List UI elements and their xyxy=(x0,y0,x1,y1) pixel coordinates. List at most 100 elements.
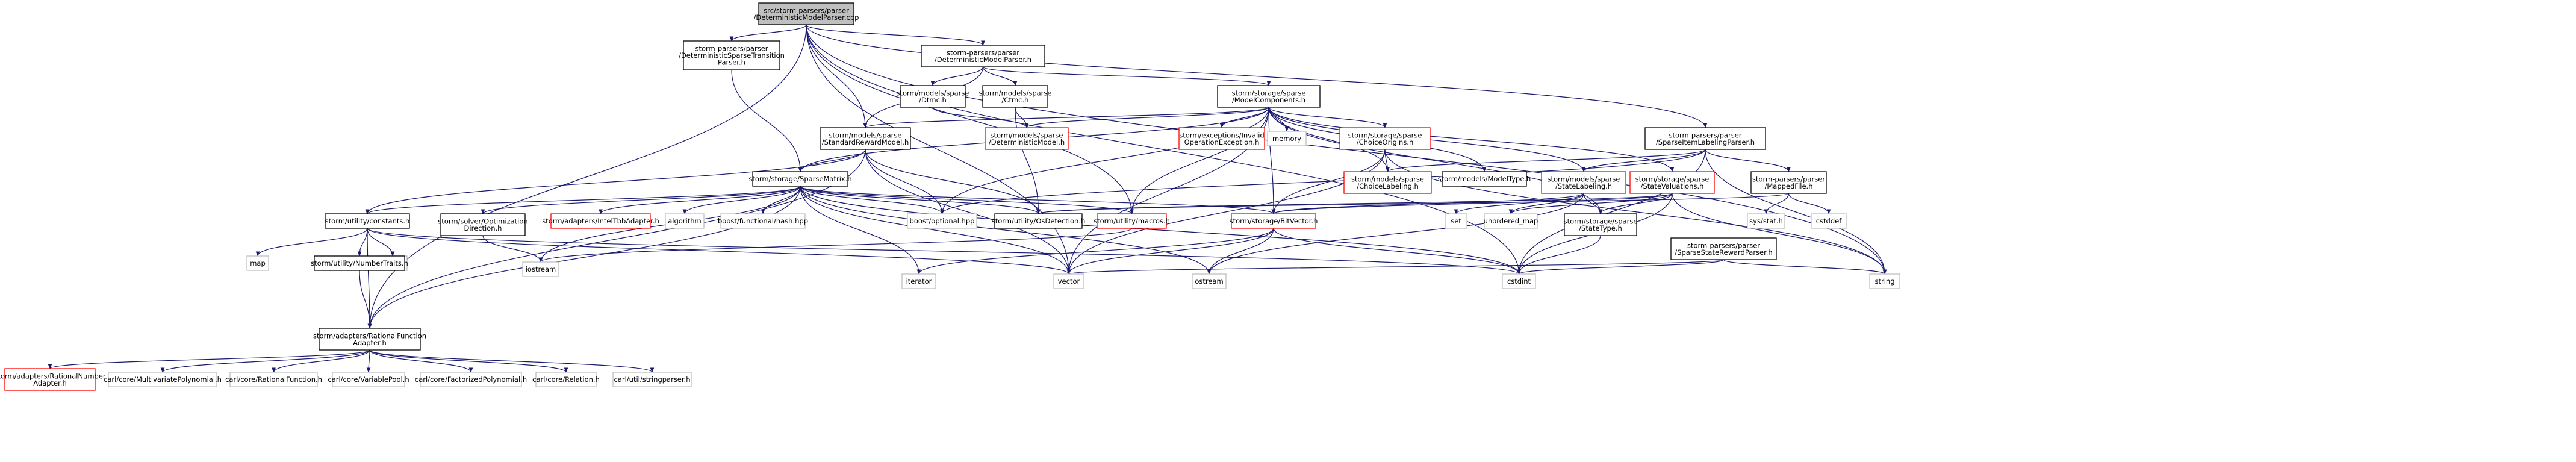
node-src-storm-parsers-parser-deterministicmodelparser-cpp[interactable]: src/storm-parsers/parser/DeterministicMo… xyxy=(754,2,859,25)
node-label-line: storm/models/sparse xyxy=(991,131,1063,139)
edge-sm-to-bv xyxy=(800,186,1276,214)
node-box xyxy=(1541,171,1626,194)
node-storm-utility-numbertraits-h[interactable]: storm/utility/NumberTraits.h xyxy=(311,255,408,271)
edge-sm-to-bo xyxy=(800,186,944,214)
edge-sm-to-iterator xyxy=(800,186,921,275)
edge-rfa-to-rel xyxy=(369,349,568,373)
node-box xyxy=(1644,127,1766,150)
edge-dstp-to-sm xyxy=(731,69,803,172)
edge-ctmc-to-detm xyxy=(1015,107,1029,128)
edge-slp-to-bo xyxy=(940,149,1706,214)
node-box xyxy=(1811,213,1847,229)
edge-rfa-to-vp xyxy=(366,349,371,373)
node-storm-parsers-parser-deterministicmodelparser-h[interactable]: storm-parsers/parser/DeterministicModelP… xyxy=(921,45,1045,67)
node-label-line: storm/models/sparse xyxy=(897,89,969,97)
node-label-line: storm/utility/NumberTraits.h xyxy=(311,259,408,267)
node-storm-exceptions-invalidoperationexception-h[interactable]: storm/exceptions/InvalidOperationExcepti… xyxy=(1178,127,1265,150)
node-storm-models-sparse-deterministicmodel-h[interactable]: storm/models/sparse/DeterministicModel.h xyxy=(985,127,1069,150)
edge-srm-to-sm xyxy=(798,149,866,172)
edge-uc-to-map xyxy=(255,228,368,257)
node-storm-models-sparse-standardrewardmodel-h[interactable]: storm/models/sparse/StandardRewardModel.… xyxy=(820,127,911,150)
edge-mc-to-bv xyxy=(1268,107,1276,214)
node-label-line: storm-parsers/parser xyxy=(1687,241,1760,249)
edge-sm-to-sod xyxy=(481,186,801,214)
node-storm-storage-sparsematrix-h[interactable]: storm/storage/SparseMatrix.h xyxy=(748,171,852,187)
node-label-line: /StateType.h xyxy=(1579,224,1622,233)
node-label-line: unordered_map xyxy=(1484,217,1538,225)
edge-dmp-to-dtmc xyxy=(930,66,984,86)
node-map: map xyxy=(246,255,269,271)
edge-sod-to-iostream xyxy=(482,235,543,263)
node-box xyxy=(319,328,421,351)
node-box xyxy=(1097,213,1167,229)
node-algorithm: algorithm xyxy=(665,213,705,229)
node-storm-storage-sparse-statevaluations-h[interactable]: storm/storage/sparse/StateValuations.h xyxy=(1629,171,1715,194)
node-storm-utility-macros-h[interactable]: storm/utility/macros.h xyxy=(1094,213,1170,229)
edge-bv-to-iterator xyxy=(916,228,1274,275)
node-box xyxy=(1442,171,1527,187)
node-storm-models-sparse-choicelabeling-h[interactable]: storm/models/sparse/ChoiceLabeling.h xyxy=(1343,171,1432,194)
node-box xyxy=(901,273,936,289)
node-label-line: storm/storage/sparse xyxy=(1232,89,1306,97)
node-storm-models-sparse-dtmc-h[interactable]: storm/models/sparse/Dtmc.h xyxy=(897,85,969,108)
node-label-line: storm/storage/sparse xyxy=(1348,131,1422,139)
node-label-line: storm/models/sparse xyxy=(829,131,902,139)
node-storm-models-sparse-statelabeling-h[interactable]: storm/models/sparse/StateLabeling.h xyxy=(1541,171,1626,194)
node-label-line: /ChoiceOrigins.h xyxy=(1357,138,1414,146)
node-label-line: Parser.h xyxy=(718,58,745,67)
edge-ssrp-to-vector xyxy=(1067,259,1725,275)
edge-mf-to-osd xyxy=(1036,193,1790,214)
node-memory: memory xyxy=(1267,131,1307,146)
edge-sm-to-vector xyxy=(800,186,1071,275)
node-box xyxy=(758,2,854,25)
node-label-line: OperationException.h xyxy=(1184,138,1260,146)
edge-sv-to-st xyxy=(1598,193,1673,214)
edge-bv-to-ostream xyxy=(1207,228,1274,275)
node-label-line: vector xyxy=(1058,277,1080,286)
node-box xyxy=(612,372,692,387)
edge-root-to-slp xyxy=(806,24,1708,128)
node-label-line: iostream xyxy=(526,265,556,273)
node-box xyxy=(1869,273,1900,289)
node-storm-utility-osdetection-h[interactable]: storm/utility/OsDetection.h xyxy=(992,213,1086,229)
edge-root-to-dmp xyxy=(806,24,985,46)
node-box xyxy=(982,85,1048,108)
node-storm-storage-sparse-statetype-h[interactable]: storm/storage/sparse/StateType.h xyxy=(1564,213,1638,236)
node-storm-models-modeltype-h[interactable]: storm/models/ModelType.h xyxy=(1438,171,1531,187)
edge-rfa-to-rf xyxy=(272,349,370,373)
node-box xyxy=(1564,213,1637,236)
node-storm-storage-bitvector-h[interactable]: storm/storage/BitVector.h xyxy=(1230,213,1318,229)
node-label-line: /SparseStateRewardParser.h xyxy=(1675,248,1772,257)
node-storm-parsers-parser-mappedfile-h[interactable]: storm-parsers/parser/MappedFile.h xyxy=(1750,171,1827,194)
node-storm-models-sparse-ctmc-h[interactable]: storm/models/sparse/Ctmc.h xyxy=(979,85,1052,108)
edge-uc-to-cstdint xyxy=(367,228,1521,275)
node-storm-parsers-parser-deterministicsparsetransitionparser-h[interactable]: storm-parsers/parser/DeterministicSparse… xyxy=(679,40,785,70)
node-ostream: ostream xyxy=(1192,273,1227,289)
node-label-line: /StateValuations.h xyxy=(1641,182,1704,190)
node-storm-adapters-inteltbbadapter-h[interactable]: storm/adapters/IntelTbbAdapter.h xyxy=(542,213,659,229)
node-label-line: storm/adapters/RationalNumber xyxy=(0,372,106,380)
node-box xyxy=(4,368,96,391)
node-label-line: storm/storage/BitVector.h xyxy=(1230,217,1318,225)
node-carl-core-rationalfunction-h: carl/core/RationalFunction.h xyxy=(225,372,322,387)
node-unordered-map: unordered_map xyxy=(1484,213,1538,229)
node-label-line: /ModelComponents.h xyxy=(1232,96,1305,104)
edge-root-to-dstp xyxy=(729,24,807,42)
node-storm-storage-sparse-modelcomponents-h[interactable]: storm/storage/sparse/ModelComponents.h xyxy=(1217,85,1321,108)
node-box xyxy=(535,372,597,387)
node-storm-storage-sparse-choiceorigins-h[interactable]: storm/storage/sparse/ChoiceOrigins.h xyxy=(1339,127,1431,150)
edge-sv-to-osd xyxy=(1036,193,1673,214)
node-box xyxy=(325,213,410,229)
edge-st-to-cstdint xyxy=(1517,235,1601,275)
node-box xyxy=(1747,213,1785,229)
node-box xyxy=(1750,171,1827,194)
node-storm-parsers-parser-sparsestaterewardparser-h[interactable]: storm-parsers/parser/SparseStateRewardPa… xyxy=(1670,237,1777,260)
node-storm-utility-constants-h[interactable]: storm/utility/constants.h xyxy=(325,213,410,229)
node-storm-parsers-parser-sparseitemlabelingparser-h[interactable]: storm-parsers/parser/SparseItemLabelingP… xyxy=(1644,127,1766,150)
node-carl-core-relation-h: carl/core/Relation.h xyxy=(532,372,600,387)
node-label-line: storm/storage/SparseMatrix.h xyxy=(748,175,851,183)
